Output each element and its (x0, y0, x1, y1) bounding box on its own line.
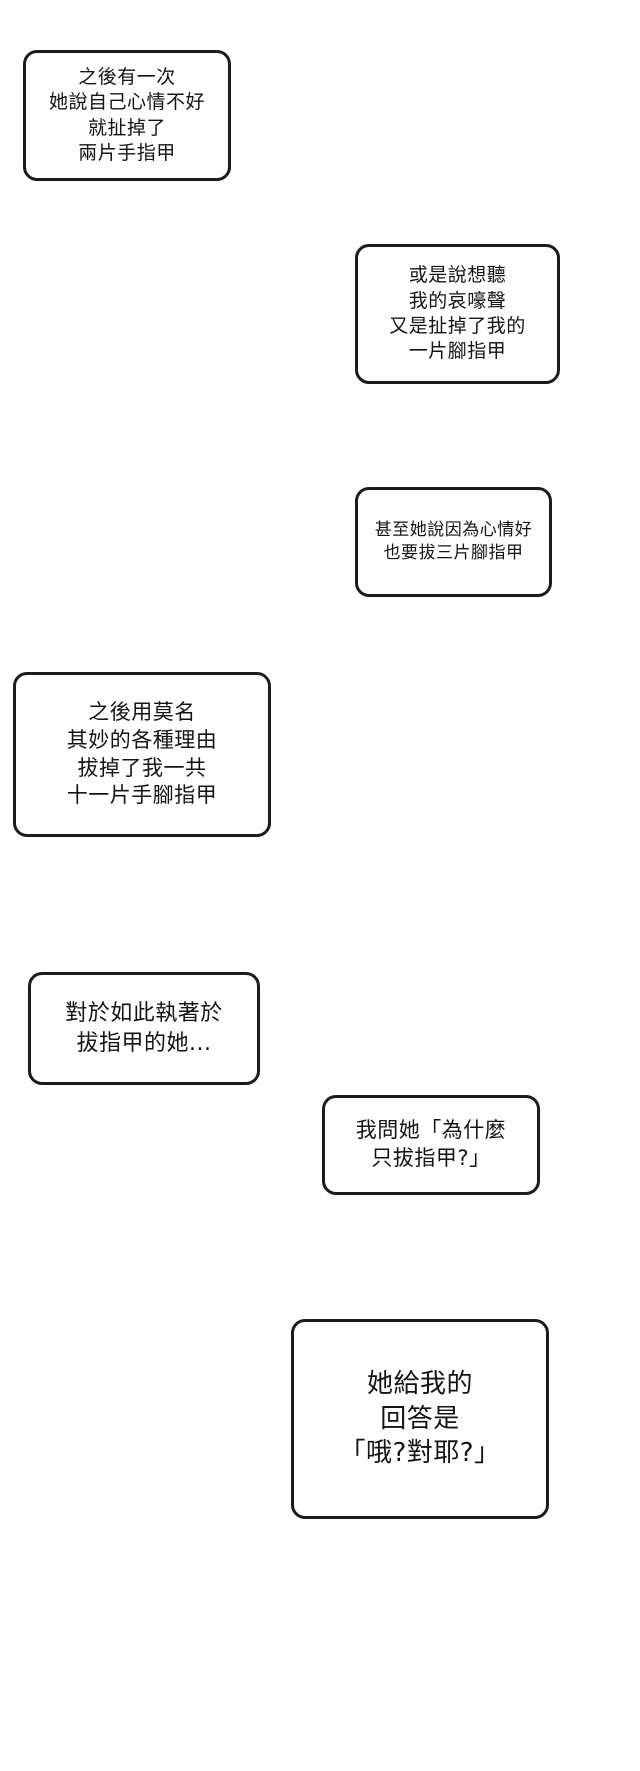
bubble-1-line-2: 她說自己心情不好 (48, 91, 205, 114)
bubble-2-line-1: 或是說想聽 (408, 264, 507, 287)
bubble-2-line-3: 又是扯掉了我的 (389, 315, 526, 337)
bubble-4-line-4: 十一片手腳指甲 (66, 783, 218, 808)
speech-bubble-7: 她給我的 回答是 「哦?對耶?」 (291, 1319, 549, 1519)
speech-bubble-5: 對於如此執著於 拔指甲的她... (28, 972, 260, 1085)
bubble-2-line-2: 我的哀嚎聲 (408, 289, 507, 312)
speech-bubble-4: 之後用莫名 其妙的各種理由 拔掉了我一共 十一片手腳指甲 (13, 672, 271, 837)
speech-bubble-2: 或是說想聽 我的哀嚎聲 又是扯掉了我的 一片腳指甲 (355, 244, 560, 384)
bubble-5-line-2: 拔指甲的她... (76, 1030, 212, 1056)
bubble-4-line-1: 之後用莫名 (88, 699, 196, 724)
bubble-7-line-3: 「哦?對耶?」 (339, 1438, 501, 1469)
bubble-3-line-1: 甚至她說因為心情好 (374, 520, 533, 541)
bubble-1-line-4: 兩片手指甲 (78, 141, 176, 164)
bubble-6-line-1: 我問她「為什麼 (355, 1118, 507, 1143)
bubble-2-line-4: 一片腳指甲 (408, 340, 507, 363)
bubble-5-line-1: 對於如此執著於 (65, 1001, 223, 1027)
speech-bubble-3: 甚至她說因為心情好 也要拔三片腳指甲 (355, 487, 552, 597)
bubble-1-line-3: 就扯掉了 (87, 116, 166, 139)
bubble-1-line-1: 之後有一次 (78, 65, 176, 88)
speech-bubble-1: 之後有一次 她說自己心情不好 就扯掉了 兩片手指甲 (23, 50, 231, 181)
bubble-7-line-1: 她給我的 (366, 1369, 473, 1400)
bubble-3-line-2: 也要拔三片腳指甲 (383, 543, 524, 563)
bubble-7-line-2: 回答是 (380, 1403, 460, 1434)
speech-bubble-6: 我問她「為什麼 只拔指甲?」 (322, 1095, 540, 1195)
bubble-4-line-2: 其妙的各種理由 (66, 727, 218, 752)
bubble-4-line-3: 拔掉了我一共 (77, 755, 207, 780)
bubble-6-line-2: 只拔指甲?」 (371, 1146, 491, 1170)
